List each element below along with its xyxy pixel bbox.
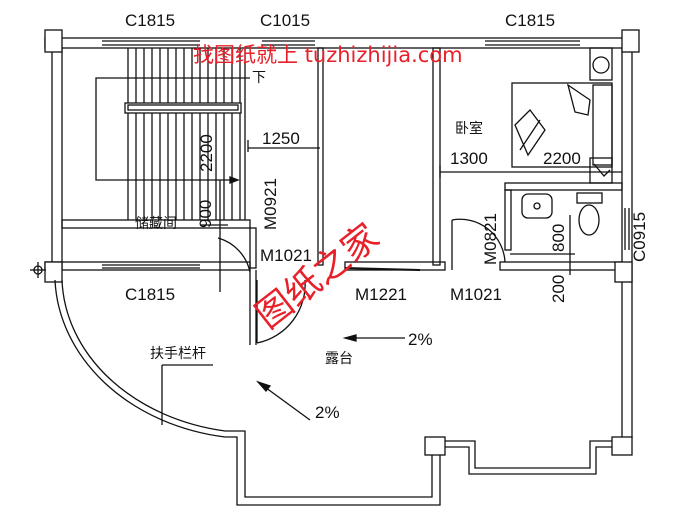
terrace-outline	[54, 279, 633, 506]
dimension-lines	[200, 140, 622, 292]
door-label: M0921	[261, 178, 280, 230]
room-label-bedroom: 卧室	[455, 120, 483, 137]
dimension-label: 2200	[543, 149, 581, 168]
slope-label: 2%	[315, 403, 340, 422]
room-label-storage: 储藏间	[135, 216, 177, 232]
door-label: M1021	[450, 285, 502, 304]
door-label: M1021	[260, 246, 312, 265]
interior-walls	[61, 47, 623, 345]
room-label-terrace: 露台	[325, 351, 353, 367]
bed	[511, 47, 613, 184]
dimension-label: 1300	[450, 149, 488, 168]
slope-label: 2%	[408, 330, 433, 349]
dimension-label: 200	[549, 275, 568, 303]
window-label: C1815	[125, 11, 175, 30]
axis-marker	[30, 262, 46, 278]
door-label: M0821	[481, 213, 500, 265]
dimension-label: 800	[549, 224, 568, 252]
window-label: C0915	[630, 212, 649, 262]
window-label: C1015	[260, 11, 310, 30]
stair-down-label: 下	[252, 70, 266, 86]
watermark-top: 找图纸就上 tuzhizhijia.com	[193, 43, 463, 67]
slope-arrows	[255, 334, 405, 421]
railing-label: 扶手栏杆	[150, 346, 206, 362]
dimension-label: 900	[196, 200, 215, 228]
staircase	[95, 48, 250, 220]
door-swings	[217, 218, 506, 344]
window-label: C1815	[505, 11, 555, 30]
dimension-label: 2200	[197, 134, 216, 172]
dimension-label: 1250	[262, 129, 300, 148]
bathroom-fixtures	[510, 192, 603, 275]
door-label: M1221	[355, 285, 407, 304]
window-label: C1815	[125, 285, 175, 304]
windows	[102, 40, 630, 269]
